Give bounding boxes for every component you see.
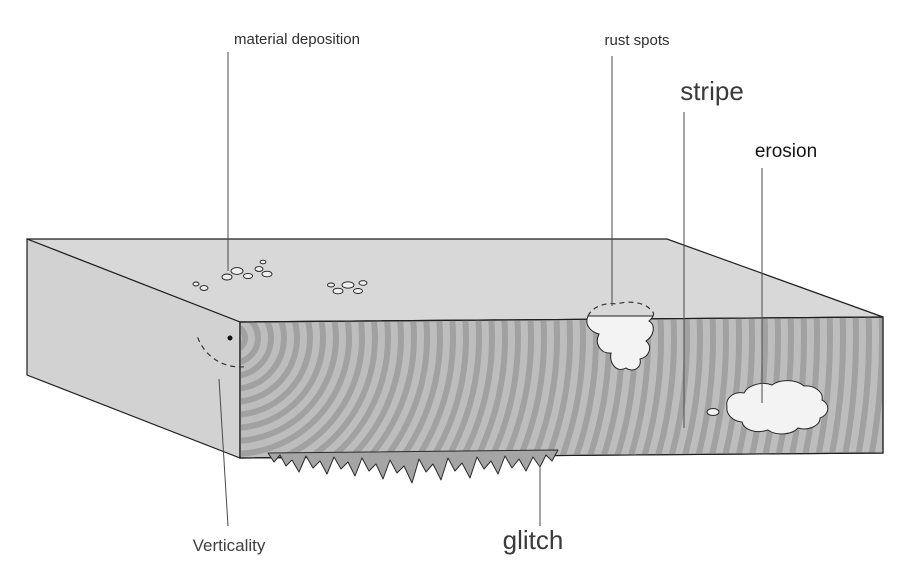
- rust-spots-label: rust spots: [604, 32, 669, 49]
- deposition-dot: [332, 287, 344, 295]
- deposition-dot: [261, 270, 273, 278]
- deposition-dot: [199, 285, 209, 291]
- stripe-label: stripe: [680, 76, 744, 106]
- deposition-dot: [243, 272, 253, 280]
- erosion-blob-small: [706, 408, 720, 416]
- rust-spot-hidden-outline: [587, 301, 655, 317]
- slab-front-outline: [239, 316, 884, 459]
- glitch-tear-shape: [267, 449, 559, 484]
- verticality-arc: [197, 337, 244, 368]
- verticality-leader-line: [218, 378, 229, 527]
- deposition-dot: [221, 273, 233, 281]
- deposition-dot: [341, 281, 355, 289]
- deposition-dot: [192, 281, 200, 287]
- deposition-dots: [192, 259, 368, 295]
- erosion-blob: [726, 380, 829, 435]
- rust-spot-blob: [586, 315, 654, 371]
- deposition-dot: [230, 267, 244, 275]
- deposition-dot: [358, 280, 368, 286]
- deposition-dot: [327, 282, 335, 288]
- deposition-dot: [254, 266, 264, 272]
- glitch-label: glitch: [503, 525, 564, 555]
- verticality-label: Verticality: [193, 536, 266, 555]
- verticality-dot: [227, 335, 233, 341]
- erosion-label: erosion: [755, 141, 817, 162]
- deposition-dot: [259, 259, 267, 265]
- material-deposition-label: material deposition: [234, 31, 360, 48]
- deposition-dot: [353, 288, 363, 294]
